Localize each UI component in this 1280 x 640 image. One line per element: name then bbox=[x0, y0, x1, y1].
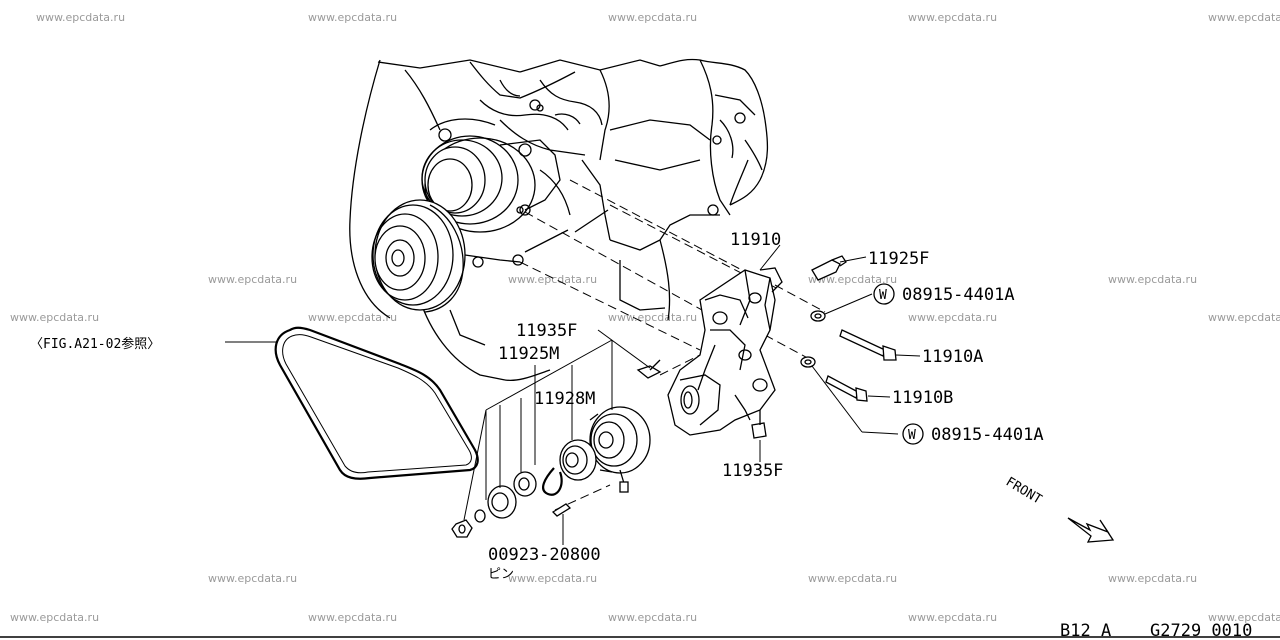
bolt-11935F-left bbox=[636, 359, 662, 379]
watermark: www.epcdata.ru bbox=[508, 572, 597, 585]
watermark: www.epcdata.ru bbox=[1208, 311, 1280, 324]
watermark: www.epcdata.ru bbox=[10, 311, 99, 324]
idler-washer bbox=[487, 485, 517, 519]
footer: B12 A G2729 0010 bbox=[0, 621, 1280, 640]
watermark: www.epcdata.ru bbox=[308, 611, 397, 624]
alignment-lines bbox=[519, 179, 826, 511]
washer-top bbox=[810, 310, 826, 322]
label-08915-top: 08915-4401A bbox=[902, 285, 1015, 305]
watermark: www.epcdata.ru bbox=[36, 11, 125, 24]
water-pump-pulley bbox=[421, 118, 561, 233]
label-11925F: 11925F bbox=[868, 249, 929, 269]
watermark: www.epcdata.ru bbox=[908, 11, 997, 24]
washer-symbol-bottom bbox=[902, 423, 924, 445]
washer-symbol-bottom-text: W bbox=[908, 428, 916, 443]
part-labels: 11910 11925F W 08915-4401A 11935F 11925M… bbox=[30, 230, 1044, 582]
label-fig-reference: 〈FIG.A21-02参照〉 bbox=[30, 336, 160, 352]
watermark: www.epcdata.ru bbox=[508, 273, 597, 286]
snap-ring bbox=[542, 467, 563, 496]
leader-lines bbox=[225, 244, 921, 545]
hex-nut bbox=[451, 519, 473, 538]
front-label: FRONT bbox=[1003, 475, 1044, 508]
bracket-assembly bbox=[667, 267, 783, 436]
watermark: www.epcdata.ru bbox=[308, 311, 397, 324]
watermark: www.epcdata.ru bbox=[808, 572, 897, 585]
engine-block bbox=[349, 58, 769, 381]
label-11910A: 11910A bbox=[922, 347, 983, 367]
idler-pulley bbox=[589, 406, 651, 474]
bolt-11925F bbox=[811, 255, 847, 281]
label-08915-bottom: 08915-4401A bbox=[931, 425, 1044, 445]
watermark: www.epcdata.ru bbox=[608, 611, 697, 624]
footer-code: G2729 0010 bbox=[1150, 621, 1252, 640]
label-11935F-bottom: 11935F bbox=[722, 461, 783, 481]
bolt-11910A bbox=[839, 329, 897, 361]
label-00923: 00923-20800 bbox=[488, 545, 601, 565]
pin-00923 bbox=[551, 469, 629, 517]
label-11910B: 11910B bbox=[892, 388, 953, 408]
watermark: www.epcdata.ru bbox=[1208, 611, 1280, 624]
washer-symbol-top bbox=[873, 283, 895, 305]
bolt-11935F-bottom bbox=[751, 410, 767, 439]
label-11935F-left: 11935F bbox=[516, 321, 577, 341]
bolt-11910B bbox=[825, 375, 868, 402]
watermark: www.epcdata.ru bbox=[608, 11, 697, 24]
watermark: www.epcdata.ru bbox=[208, 273, 297, 286]
spacer-11925M bbox=[513, 471, 537, 497]
watermark: www.epcdata.ru bbox=[908, 311, 997, 324]
footer-model: B12 A bbox=[1060, 621, 1111, 640]
watermark: www.epcdata.ru bbox=[608, 311, 697, 324]
watermark: www.epcdata.ru bbox=[208, 572, 297, 585]
watermark: www.epcdata.ru bbox=[1108, 572, 1197, 585]
front-arrow-icon bbox=[1067, 517, 1115, 543]
watermark: www.epcdata.ru bbox=[908, 611, 997, 624]
washer-bottom bbox=[800, 356, 816, 368]
watermark-layer: www.epcdata.ru www.epcdata.ru www.epcdat… bbox=[10, 11, 1280, 624]
watermark: www.epcdata.ru bbox=[10, 611, 99, 624]
label-11925M: 11925M bbox=[498, 344, 559, 364]
label-pin-note: ピン bbox=[488, 567, 514, 582]
washer-symbol-top-text: W bbox=[879, 288, 887, 303]
label-11928M: 11928M bbox=[534, 389, 595, 409]
watermark: www.epcdata.ru bbox=[1108, 273, 1197, 286]
watermark: www.epcdata.ru bbox=[308, 11, 397, 24]
watermark: www.epcdata.ru bbox=[808, 273, 897, 286]
label-11910: 11910 bbox=[730, 230, 781, 250]
drive-belt bbox=[274, 326, 479, 480]
watermark: www.epcdata.ru bbox=[1208, 11, 1280, 24]
front-indicator: FRONT bbox=[1003, 475, 1115, 543]
small-washer bbox=[474, 509, 486, 523]
crank-pulley bbox=[371, 199, 524, 313]
bearing-11928M bbox=[559, 439, 597, 481]
